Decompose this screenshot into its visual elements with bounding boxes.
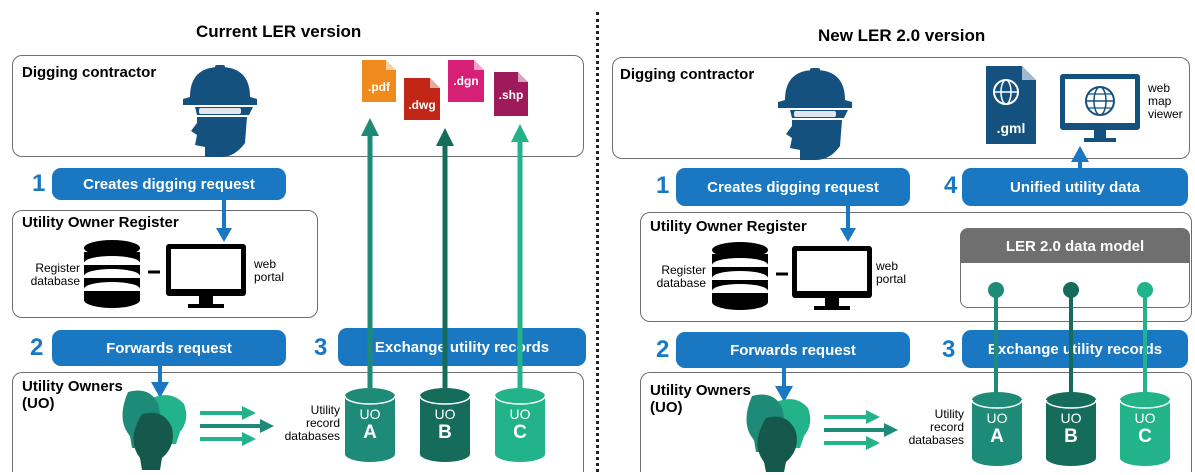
left-uo-c-database: UO C bbox=[494, 388, 546, 462]
shp-file-label: .shp bbox=[498, 88, 524, 102]
dwg-file-icon: .dwg bbox=[404, 78, 440, 120]
right-uo-c-letter: C bbox=[1138, 426, 1152, 447]
dwg-file-label: .dwg bbox=[408, 98, 436, 112]
left-contractor-label: Digging contractor bbox=[22, 64, 157, 81]
left-uo-c-letter: C bbox=[513, 422, 527, 443]
right-register-label: Utility Owner Register bbox=[650, 218, 807, 235]
right-uo-a-database: UO A bbox=[971, 392, 1023, 466]
left-register-box bbox=[12, 210, 318, 318]
right-uo-c-top: UO bbox=[1134, 410, 1156, 426]
right-contractor-label: Digging contractor bbox=[620, 66, 755, 83]
left-uo-a-database: UO A bbox=[344, 388, 396, 462]
left-step1-pill: Creates digging request bbox=[52, 168, 286, 200]
dgn-file-label: .dgn bbox=[453, 74, 479, 88]
right-title: New LER 2.0 version bbox=[818, 26, 986, 45]
left-owners-box bbox=[12, 372, 584, 472]
viewer-label: web map viewer bbox=[1148, 81, 1183, 121]
left-step3-number: 3 bbox=[314, 334, 328, 361]
left-record-db-label: Utility record databases bbox=[284, 403, 340, 443]
left-portal-label: web portal bbox=[254, 257, 285, 284]
left-step2-pill: Forwards request bbox=[52, 330, 286, 366]
left-register-label: Utility Owner Register bbox=[22, 214, 179, 231]
right-step2-pill: Forwards request bbox=[676, 332, 910, 368]
right-step3-number: 3 bbox=[942, 336, 956, 363]
right-uo-b-database: UO B bbox=[1045, 392, 1097, 466]
left-uo-a-top: UO bbox=[359, 406, 381, 422]
left-uo-b-top: UO bbox=[434, 406, 456, 422]
right-uo-a-letter: A bbox=[990, 426, 1004, 447]
right-uo-a-top: UO bbox=[986, 410, 1008, 426]
right-uo-b-top: UO bbox=[1060, 410, 1082, 426]
right-portal-label: web portal bbox=[876, 259, 907, 286]
left-step2-number: 2 bbox=[30, 334, 44, 361]
right-step4-pill: Unified utility data bbox=[962, 168, 1188, 206]
right-step1-number: 1 bbox=[656, 172, 670, 199]
right-uo-b-letter: B bbox=[1064, 426, 1078, 447]
shp-file-icon: .shp bbox=[494, 72, 528, 116]
left-uo-b-database: UO B bbox=[419, 388, 471, 462]
dgn-file-icon: .dgn bbox=[448, 60, 484, 102]
left-uo-a-letter: A bbox=[363, 422, 377, 443]
left-contractor-box bbox=[12, 55, 584, 157]
left-step3-pill: Exchange utility records bbox=[338, 328, 586, 366]
gml-file-icon: .gml bbox=[986, 66, 1036, 144]
right-step4-number: 4 bbox=[944, 172, 958, 199]
left-uo-b-letter: B bbox=[438, 422, 452, 443]
right-step3-pill: Exchange utility records bbox=[962, 330, 1188, 368]
right-owners-label: Utility Owners (UO) bbox=[650, 382, 751, 416]
pdf-file-label: .pdf bbox=[368, 80, 390, 94]
data-model-header: LER 2.0 data model bbox=[961, 229, 1189, 263]
right-step1-pill: Creates digging request bbox=[676, 168, 910, 206]
left-register-db-label: Register database bbox=[30, 261, 80, 288]
left-uo-c-top: UO bbox=[509, 406, 531, 422]
right-record-db-label: Utility record databases bbox=[908, 407, 964, 447]
gml-file-label: .gml bbox=[996, 120, 1026, 136]
left-title: Current LER version bbox=[196, 22, 362, 41]
right-register-db-label: Register database bbox=[656, 263, 706, 290]
right-owners-box bbox=[640, 372, 1192, 472]
left-step1-number: 1 bbox=[32, 170, 46, 197]
pdf-file-icon: .pdf bbox=[362, 60, 396, 102]
left-owners-label: Utility Owners (UO) bbox=[22, 378, 123, 412]
right-uo-c-database: UO C bbox=[1119, 392, 1171, 466]
right-step2-number: 2 bbox=[656, 336, 670, 363]
panel-divider bbox=[596, 12, 599, 472]
